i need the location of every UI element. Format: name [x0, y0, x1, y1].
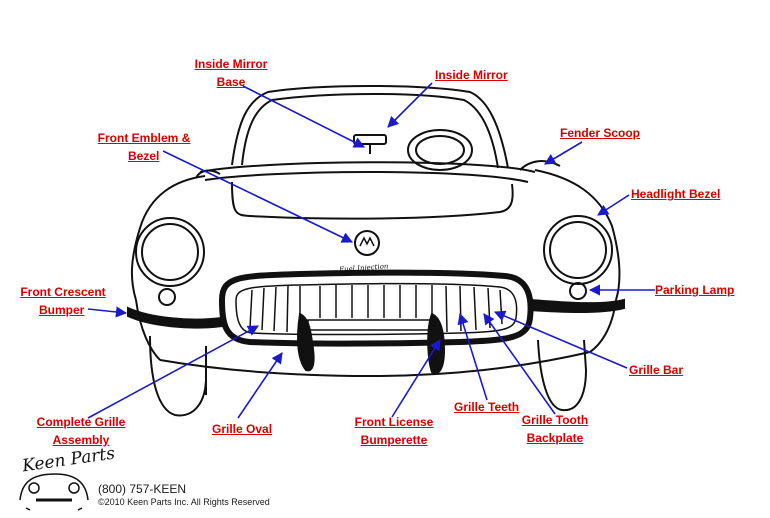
label-line: Bumperette: [360, 433, 428, 447]
bumperette-left: [297, 312, 315, 372]
tire-left: [149, 335, 207, 417]
arrow-grille-tooth-backplate: [483, 313, 556, 415]
inside-mirror: [353, 134, 387, 145]
label-grille-tooth-backplate[interactable]: Grille Tooth Backplate: [520, 411, 590, 447]
headlight-right: [543, 215, 613, 285]
headlight-left: [135, 217, 205, 287]
arrow-crescent-bumper: [87, 306, 128, 318]
label-line: Bumper: [39, 303, 85, 317]
label-fender-scoop[interactable]: Fender Scoop: [560, 126, 641, 140]
arrow-headlight-bezel: [597, 194, 630, 216]
copyright-notice: ©2010 Keen Parts Inc. All Rights Reserve…: [98, 497, 270, 507]
label-grille-teeth[interactable]: Grille Teeth: [454, 400, 520, 414]
label-headlight-bezel[interactable]: Headlight Bezel: [631, 187, 721, 201]
label-line: Grille Tooth: [521, 413, 589, 427]
keen-parts-logo: [19, 473, 89, 511]
fender-scoop-right: [519, 160, 561, 171]
front-emblem: [354, 230, 380, 256]
label-line: Inside Mirror: [194, 57, 268, 71]
hood: [231, 181, 514, 220]
tire-right: [537, 339, 588, 412]
parking-lamp-left: [158, 288, 176, 306]
label-front-license-bumperette[interactable]: Front License Bumperette: [352, 413, 436, 449]
label-line: Assembly: [52, 433, 110, 447]
label-line: Front Crescent: [20, 285, 106, 299]
crescent-bumper-right: [529, 298, 625, 313]
windshield-frame: [231, 85, 509, 169]
label-line: Bezel: [128, 149, 160, 163]
label-line: Base: [216, 75, 246, 89]
arrow-fender-scoop: [544, 141, 583, 165]
label-line: Backplate: [526, 431, 584, 445]
arrow-inside-mirror-base: [242, 85, 366, 148]
grille-bar: [307, 319, 433, 331]
body-outline: [130, 169, 621, 301]
label-line: Front Emblem &: [97, 131, 191, 145]
phone-number: (800) 757-KEEN: [98, 482, 187, 496]
steering-wheel: [407, 129, 473, 171]
leader-arrows: [87, 82, 655, 419]
label-grille-oval[interactable]: Grille Oval: [212, 422, 273, 436]
grille-oval: [218, 269, 534, 347]
parking-lamp-right: [569, 282, 587, 300]
label-inside-mirror[interactable]: Inside Mirror: [435, 68, 508, 82]
label-inside-mirror-base[interactable]: Inside Mirror Base: [193, 55, 269, 91]
emblem-script: Fuel Injection: [338, 262, 389, 274]
arrow-grille-bar: [493, 310, 628, 369]
label-parking-lamp[interactable]: Parking Lamp: [655, 283, 735, 297]
label-line: Front License: [354, 415, 434, 429]
arrow-grille-oval: [237, 352, 283, 419]
arrow-grille-teeth: [457, 312, 488, 401]
car-body-drawing: [127, 85, 625, 417]
arrow-license-bumperette: [391, 339, 441, 418]
crescent-bumper-left: [127, 306, 223, 329]
label-grille-bar[interactable]: Grille Bar: [629, 363, 684, 377]
label-complete-grille-assembly[interactable]: Complete Grille Assembly: [32, 413, 130, 449]
arrow-inside-mirror: [387, 82, 433, 128]
bumperette-right: [427, 312, 446, 375]
label-line: Complete Grille: [36, 415, 126, 429]
arrow-complete-grille: [87, 325, 259, 419]
arrow-front-emblem: [162, 150, 354, 243]
label-front-crescent-bumper[interactable]: Front Crescent Bumper: [19, 283, 107, 319]
label-front-emblem-bezel[interactable]: Front Emblem & Bezel: [96, 129, 192, 165]
